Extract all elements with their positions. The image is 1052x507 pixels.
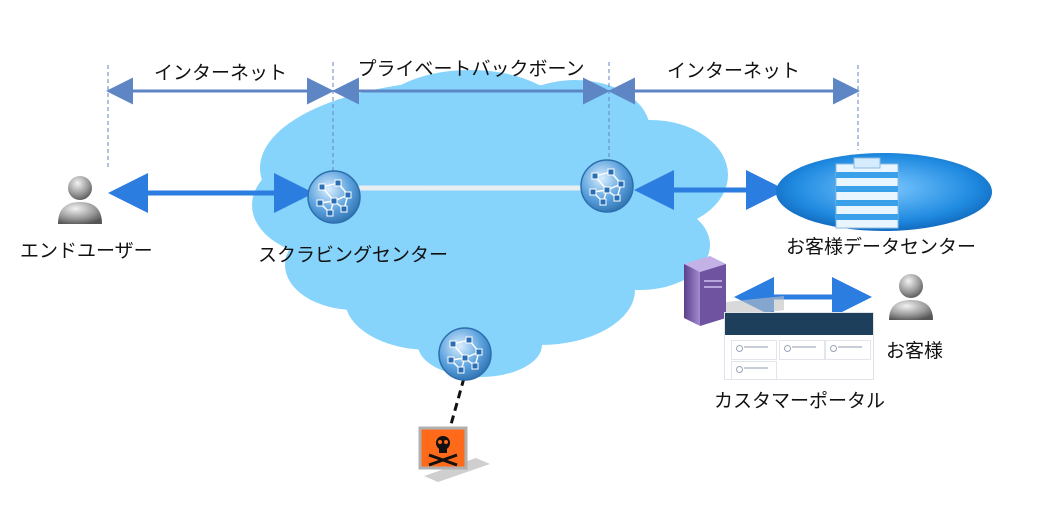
end-user-icon	[58, 176, 102, 224]
portal-card	[779, 340, 825, 360]
segment-label-left: インターネット	[153, 62, 287, 84]
customer-datacenter-label: お客様データセンター	[786, 236, 977, 258]
server-icon	[684, 256, 784, 326]
segment-label-middle: プライベートバックボーン	[357, 58, 585, 80]
customer-portal-label: カスタマーポータル	[714, 390, 886, 412]
customer-icon	[889, 274, 933, 320]
portal-card	[825, 340, 871, 360]
portal-header-bar	[725, 313, 873, 335]
portal-card	[731, 340, 777, 360]
datacenter-icon	[776, 153, 992, 231]
scrubbing-center-label: スクラビングセンター	[258, 244, 449, 266]
segment-label-right: インターネット	[666, 60, 800, 82]
backbone-cloud	[252, 70, 728, 377]
portal-card	[731, 361, 777, 379]
scrubbing-nodes	[307, 159, 634, 381]
attacker-icon	[418, 426, 490, 482]
network-hub-icon	[580, 159, 634, 213]
end-user-label: エンドユーザー	[20, 240, 153, 262]
attacker-link	[448, 377, 466, 429]
customer-portal-screenshot	[724, 312, 874, 380]
customer-label: お客様	[886, 340, 944, 362]
network-hub-icon	[438, 327, 492, 381]
network-hub-icon	[307, 170, 361, 224]
